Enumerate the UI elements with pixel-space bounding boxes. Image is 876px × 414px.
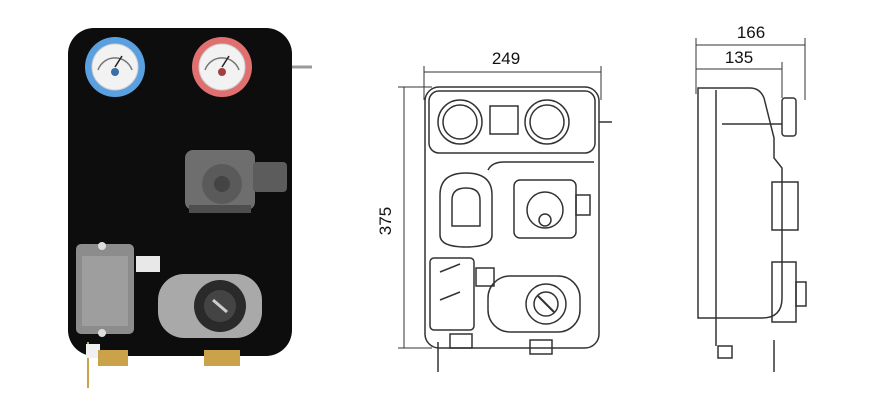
width-dimension-label: 249	[492, 49, 520, 68]
controller-box-icon	[76, 242, 160, 388]
circulation-pump-icon	[185, 150, 287, 213]
total-depth-dimension-label: 166	[737, 23, 765, 42]
body-depth-dimension-label: 135	[725, 48, 753, 67]
brass-fitting	[204, 350, 240, 366]
product-render	[68, 28, 312, 388]
front-view-drawing	[398, 66, 612, 372]
mixing-valve-actuator-icon	[158, 274, 262, 338]
height-dimension-label: 375	[376, 207, 395, 235]
thermometer-gauge-icon	[192, 37, 252, 97]
brass-fitting	[98, 350, 128, 366]
side-view-drawing	[695, 38, 807, 372]
thermometer-gauge-icon	[85, 37, 145, 97]
